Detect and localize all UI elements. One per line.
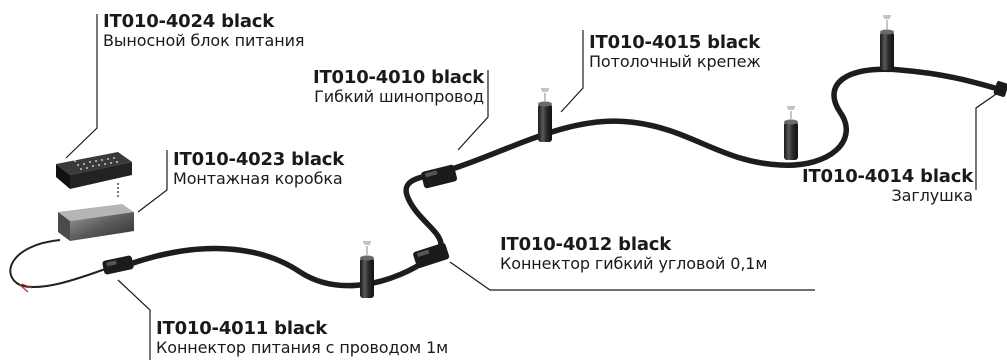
code-junction-box: IT010-4023 black (173, 149, 345, 170)
label-end-cap: IT010-4014 black Заглушка (802, 166, 973, 206)
flexible-connector-icon (413, 242, 450, 269)
name-ceiling-mount: Потолочный крепеж (589, 52, 761, 72)
label-flexible-track: IT010-4010 black Гибкий шинопровод (313, 67, 484, 107)
feed-wire (9, 239, 109, 289)
leader-line-ceiling-mount (560, 30, 584, 113)
code-flexible-connector: IT010-4012 black (500, 234, 672, 255)
flexible-connector-upper-icon (421, 164, 458, 189)
leader-line-end-cap (975, 89, 1003, 190)
junction-box-icon (58, 204, 134, 241)
leader-line-flexible-connector (449, 261, 815, 291)
label-power-supply: IT010-4024 black Выносной блок питания (103, 11, 305, 51)
leader-line-power-connector (117, 279, 151, 360)
label-ceiling-mount: IT010-4015 black Потолочный крепеж (589, 32, 761, 72)
leader-line-junction-box (137, 150, 168, 213)
ceiling-mount-icon-2 (538, 88, 552, 142)
code-end-cap: IT010-4014 black (801, 166, 973, 187)
label-power-connector: IT010-4011 black Коннектор питания с про… (156, 318, 448, 358)
name-junction-box: Монтажная коробка (173, 169, 343, 189)
code-flexible-track: IT010-4010 black (312, 67, 484, 88)
label-junction-box: IT010-4023 black Монтажная коробка (173, 149, 344, 189)
power-supply-icon (56, 152, 132, 189)
flexible-track-cable (127, 66, 1005, 289)
code-power-connector: IT010-4011 black (156, 318, 328, 339)
name-end-cap: Заглушка (891, 186, 974, 206)
feed-wire-tip (19, 283, 33, 293)
ceiling-mount-icon-3 (784, 106, 798, 160)
ceiling-mount-icon (360, 241, 374, 298)
name-power-supply: Выносной блок питания (103, 31, 305, 51)
code-ceiling-mount: IT010-4015 black (589, 32, 761, 53)
leader-line-flexible-track (457, 70, 489, 151)
name-power-connector: Коннектор питания с проводом 1м (156, 338, 449, 358)
name-flexible-track: Гибкий шинопровод (314, 87, 484, 107)
ceiling-mount-icon-4 (880, 15, 894, 70)
label-flexible-connector: IT010-4012 black Коннектор гибкий углово… (500, 234, 767, 274)
name-flexible-connector: Коннектор гибкий угловой 0,1м (500, 254, 768, 274)
code-power-supply: IT010-4024 black (103, 11, 275, 32)
leader-line-power-supply (65, 14, 98, 159)
power-connector-icon (102, 255, 134, 275)
